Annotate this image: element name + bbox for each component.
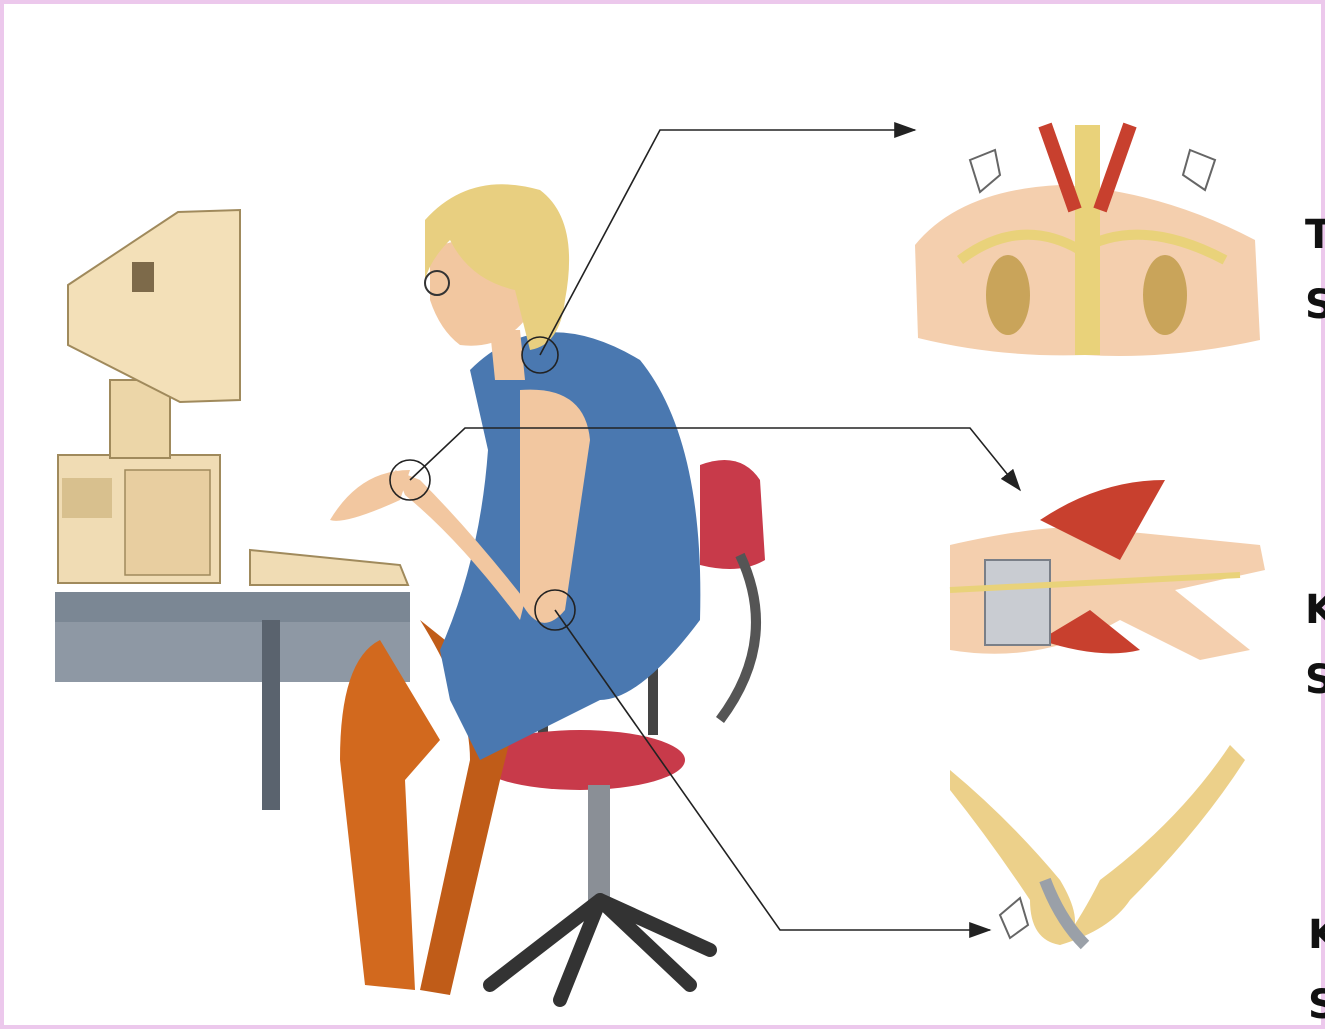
keyboard-illustration bbox=[250, 550, 408, 585]
neck-shoulder-anatomy-illustration bbox=[915, 125, 1260, 356]
wrist-anatomy-illustration bbox=[950, 480, 1265, 660]
neck-label-line2: S bbox=[1305, 285, 1325, 325]
elbow-label: K S bbox=[1308, 915, 1325, 1025]
wrist-label-line2: S bbox=[1305, 660, 1325, 700]
elbow-label-line1: K bbox=[1308, 915, 1325, 955]
neck-label-line1: T bbox=[1305, 215, 1325, 255]
elbow-anatomy-illustration bbox=[950, 745, 1245, 945]
woman-illustration bbox=[330, 184, 700, 995]
neck-label: T S bbox=[1305, 215, 1325, 325]
wrist-label-line1: K bbox=[1305, 590, 1325, 630]
elbow-label-line2: S bbox=[1308, 985, 1325, 1025]
wrist-label: K S bbox=[1305, 590, 1325, 700]
monitor-illustration bbox=[58, 210, 240, 583]
